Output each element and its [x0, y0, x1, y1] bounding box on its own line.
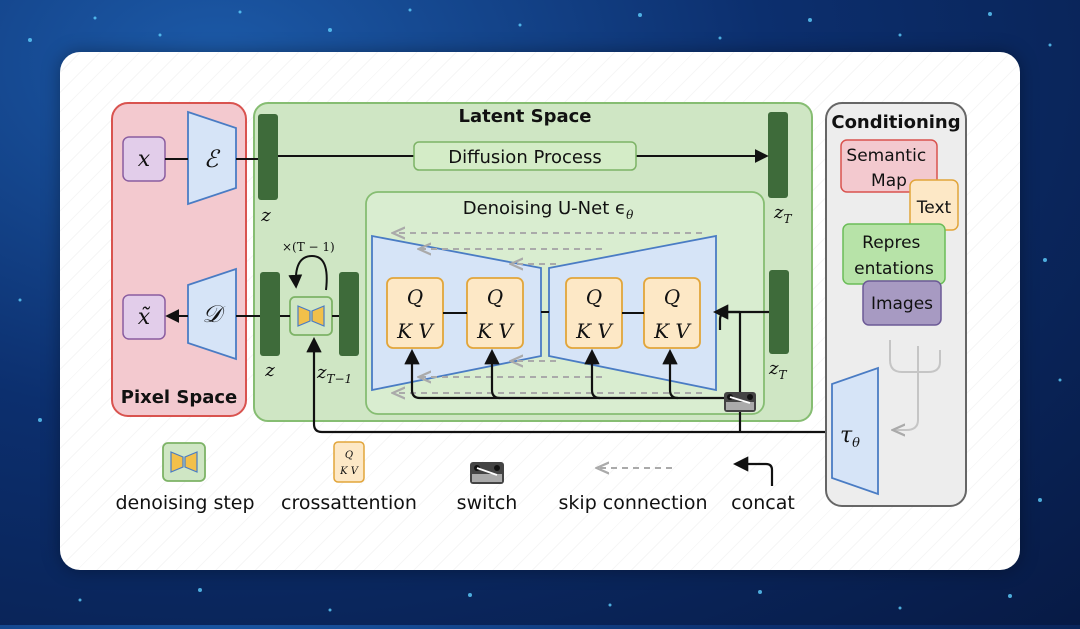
repeat-loop-arrow — [288, 254, 328, 291]
latent-bar-zT-bottom — [769, 270, 789, 354]
attn-2-q: Q — [487, 285, 503, 309]
diffusion-process-label: Diffusion Process — [448, 147, 601, 168]
attn-1-q: Q — [407, 285, 423, 309]
attn-4-q: Q — [664, 285, 680, 309]
crossattention-block-1: Q K V — [386, 277, 444, 349]
latent-bar-z-bottom — [260, 272, 280, 356]
denoising-step-box — [289, 296, 333, 336]
tau-label: τθ — [840, 423, 860, 451]
label-zT-bottom: zT — [768, 358, 787, 382]
latent-bar-zT-minus-1 — [339, 272, 359, 356]
legend-crossattention-icon — [333, 441, 365, 483]
decoder-trapezoid — [187, 267, 237, 361]
conditioning-merge-lines — [889, 340, 941, 430]
attn-3-kv: K V — [575, 319, 614, 343]
attn-3-q: Q — [586, 285, 602, 309]
legend-concat-icon — [732, 456, 774, 486]
output-x-tilde-box — [122, 294, 166, 340]
crossattention-block-3: Q K V — [565, 277, 623, 349]
legend-crossattention-label: crossattention — [281, 492, 417, 514]
conditioning-to-step-arrow — [306, 336, 830, 434]
legend-denoising-step-icon — [162, 442, 206, 482]
legend-skip-connection-label: skip connection — [559, 492, 708, 514]
diffusion-process-box — [413, 141, 637, 171]
output-x-tilde-symbol: x̃ — [138, 305, 151, 330]
attn-2-kv: K V — [476, 319, 515, 343]
unet-skip-connections — [394, 233, 702, 393]
tau-encoder-trapezoid — [831, 366, 879, 496]
unet-label: Denoising U-Net ϵθ — [463, 198, 634, 222]
attn-4-kv: K V — [653, 319, 692, 343]
conditioning-label: Conditioning — [831, 112, 960, 133]
label-z-top: z — [260, 205, 271, 226]
label-zT-top: zT — [773, 202, 792, 226]
crossattention-block-4: Q K V — [643, 277, 701, 349]
crossattention-block-2: Q K V — [466, 277, 524, 349]
svg-text:Q: Q — [345, 450, 353, 461]
legend-denoising-step-label: denoising step — [115, 492, 254, 514]
label-z-bottom: z — [264, 360, 275, 381]
legend-switch-label: switch — [457, 492, 518, 514]
latent-bar-zT-top — [768, 112, 788, 198]
semantic-map-box — [840, 139, 938, 193]
latent-space-label: Latent Space — [459, 106, 592, 127]
label-zT-minus-1: zT−1 — [316, 362, 352, 386]
repeat-label: ×(T − 1) — [282, 240, 335, 254]
text-label: Text — [916, 198, 952, 218]
legend: denoising step Q K V crossattention swit… — [115, 441, 795, 514]
attn-1-kv: K V — [396, 319, 435, 343]
pixel-space-label: Pixel Space — [121, 387, 238, 408]
input-x-symbol: x — [138, 147, 151, 172]
svg-text:K V: K V — [339, 466, 360, 477]
images-box — [862, 280, 942, 326]
encoder-symbol: ℰ — [204, 145, 221, 173]
latent-bar-z-top — [258, 114, 278, 200]
legend-concat-label: concat — [731, 492, 795, 514]
legend-switch-icon — [470, 462, 504, 484]
representations-label: Repres entations — [854, 233, 934, 279]
conditioning-arrows — [404, 348, 740, 400]
semantic-map-label: Semantic Map — [846, 146, 931, 191]
images-label: Images — [871, 294, 933, 314]
encoder-trapezoid — [187, 110, 237, 206]
switch-icon — [724, 392, 756, 412]
denoising-step-icon — [297, 305, 325, 327]
